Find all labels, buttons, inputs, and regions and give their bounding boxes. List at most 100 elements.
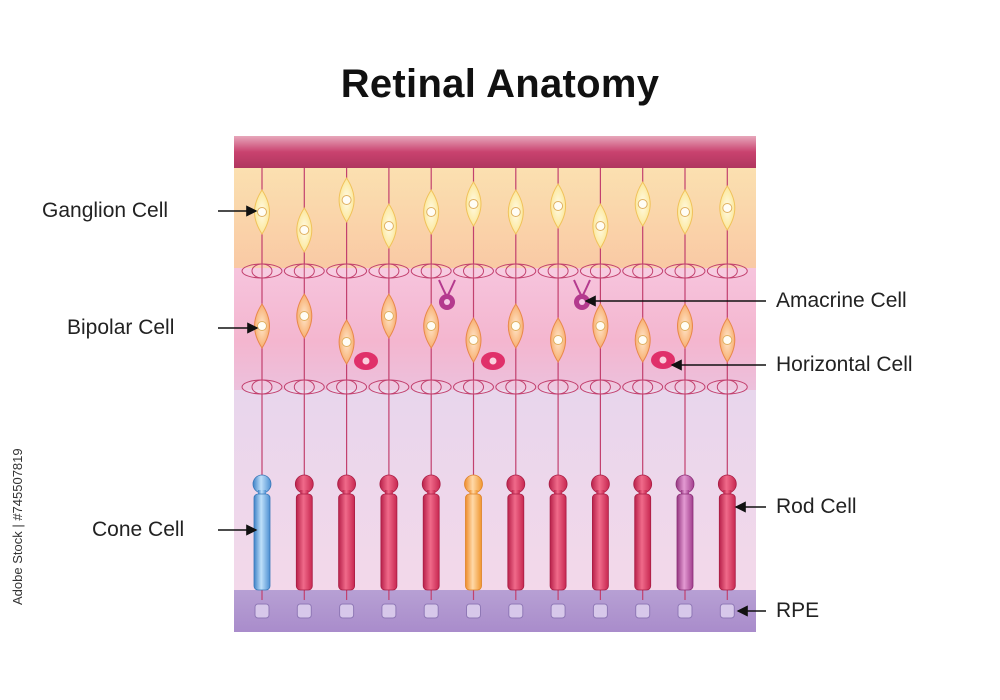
synapse-ellipse [293, 263, 315, 279]
horizontal-nucleus [659, 356, 667, 364]
synapse-ellipse [420, 263, 442, 279]
ganglion-cell-nucleus [595, 221, 606, 231]
rod-cell-neck [554, 490, 563, 496]
synapse-ellipse [579, 263, 621, 279]
rpe-cells [254, 603, 735, 619]
rpe-cell [592, 603, 608, 619]
rpe-cell [719, 603, 735, 619]
rod-cell-body [422, 493, 440, 591]
bipolar-cell-nucleus [553, 335, 564, 345]
amacrine-nucleus [444, 299, 450, 305]
rpe-cell [677, 603, 693, 619]
cone-orange-cell-body [465, 493, 482, 591]
photoreceptor-layer [234, 390, 756, 590]
synapse-ellipse [674, 263, 696, 279]
ganglion-cell-nucleus [553, 201, 564, 211]
rod-cell-neck [638, 490, 647, 496]
rod-cell-neck [511, 490, 520, 496]
rpe-cell [508, 603, 524, 619]
cone-blue-cell-body [253, 493, 271, 591]
synapse-ellipse [336, 263, 358, 279]
ganglion-cell-nucleus [383, 221, 394, 231]
synapse-ellipse [420, 379, 442, 395]
synapse-ellipse [505, 379, 527, 395]
ganglion-cells [254, 177, 736, 253]
synapse-ellipse [283, 263, 325, 279]
ganglion-cell-label: Ganglion Cell [42, 199, 169, 222]
plexiform-layers [241, 263, 748, 395]
bipolar-cell-nucleus [257, 321, 267, 331]
synapse-ellipse [547, 379, 569, 395]
synapse-ellipse [589, 379, 611, 395]
horizontal-cells [354, 351, 675, 370]
synapse-ellipse [589, 263, 611, 279]
rpe-cell [635, 603, 651, 619]
synapse-ellipse [716, 379, 738, 395]
rod-cell-body [507, 493, 525, 591]
nerve-fiber-layer [234, 136, 756, 168]
synapse-ellipse [326, 263, 368, 279]
synapse-ellipse [537, 263, 579, 279]
ganglion-cell-layer [234, 168, 756, 268]
ganglion-cell-nucleus [637, 199, 648, 209]
rpe-cell [339, 603, 355, 619]
rod-cell-neck [427, 490, 436, 496]
synapse-ellipse [632, 263, 654, 279]
bipolar-cells [254, 293, 736, 365]
bipolar-cell-nucleus [341, 337, 352, 347]
synapse-ellipse [664, 263, 706, 279]
synapse-ellipse [495, 379, 537, 395]
ganglion-cell-nucleus [722, 203, 733, 213]
synapse-ellipse [664, 379, 706, 395]
ganglion-cell-nucleus [680, 207, 690, 217]
synapse-ellipse [505, 263, 527, 279]
label-arrows [218, 205, 766, 617]
rod-cell-neck [342, 490, 351, 496]
horizontal-nucleus [362, 357, 370, 365]
synapse-ellipse [326, 379, 368, 395]
cone-violet-cell-neck [681, 490, 689, 496]
rod-cell-neck [300, 490, 309, 496]
synapse-ellipse [410, 263, 452, 279]
amacrine-cell-label: Amacrine Cell [776, 289, 907, 312]
bipolar-cell-nucleus [637, 335, 648, 345]
ganglion-cell-nucleus [299, 225, 310, 235]
synapse-ellipse [547, 263, 569, 279]
rod-cell-neck [384, 490, 393, 496]
ganglion-cell-nucleus [257, 207, 267, 217]
synapse-ellipse [716, 263, 738, 279]
ganglion-cell-nucleus [341, 195, 352, 205]
rpe-label: RPE [776, 599, 820, 622]
rpe-cell [550, 603, 566, 619]
bipolar-cell-label: Bipolar Cell [67, 316, 175, 339]
synapse-ellipse [336, 379, 358, 395]
synapse-ellipse [293, 379, 315, 395]
horizontal-cell-label: Horizontal Cell [776, 353, 913, 376]
ganglion-cell-nucleus [510, 207, 521, 217]
synapse-ellipse [251, 379, 273, 395]
synapse-ellipse [368, 379, 410, 395]
rpe-cell [296, 603, 312, 619]
synapse-ellipse [378, 379, 400, 395]
synapse-ellipse [368, 263, 410, 279]
cone-violet-cell-body [676, 493, 694, 591]
synapse-ellipse [463, 379, 484, 395]
rod-cell-body [549, 493, 567, 591]
synapse-ellipse [453, 263, 494, 279]
synapse-ellipse [674, 379, 696, 395]
synapse-ellipse [622, 263, 664, 279]
rod-cell-neck [596, 490, 605, 496]
ganglion-cell-nucleus [426, 207, 437, 217]
horizontal-nucleus [489, 357, 497, 365]
cone-orange-cell-neck [469, 490, 478, 496]
bipolar-cell-nucleus [426, 321, 437, 331]
bipolar-cell-nucleus [595, 321, 606, 331]
synapse-ellipse [706, 379, 748, 395]
page-title: Retinal Anatomy [340, 62, 660, 106]
ganglion-cell-nucleus [468, 199, 479, 209]
synapse-ellipse [378, 263, 400, 279]
rpe-layer [234, 590, 756, 632]
synapse-ellipse [706, 263, 748, 279]
synapse-ellipse [463, 263, 484, 279]
